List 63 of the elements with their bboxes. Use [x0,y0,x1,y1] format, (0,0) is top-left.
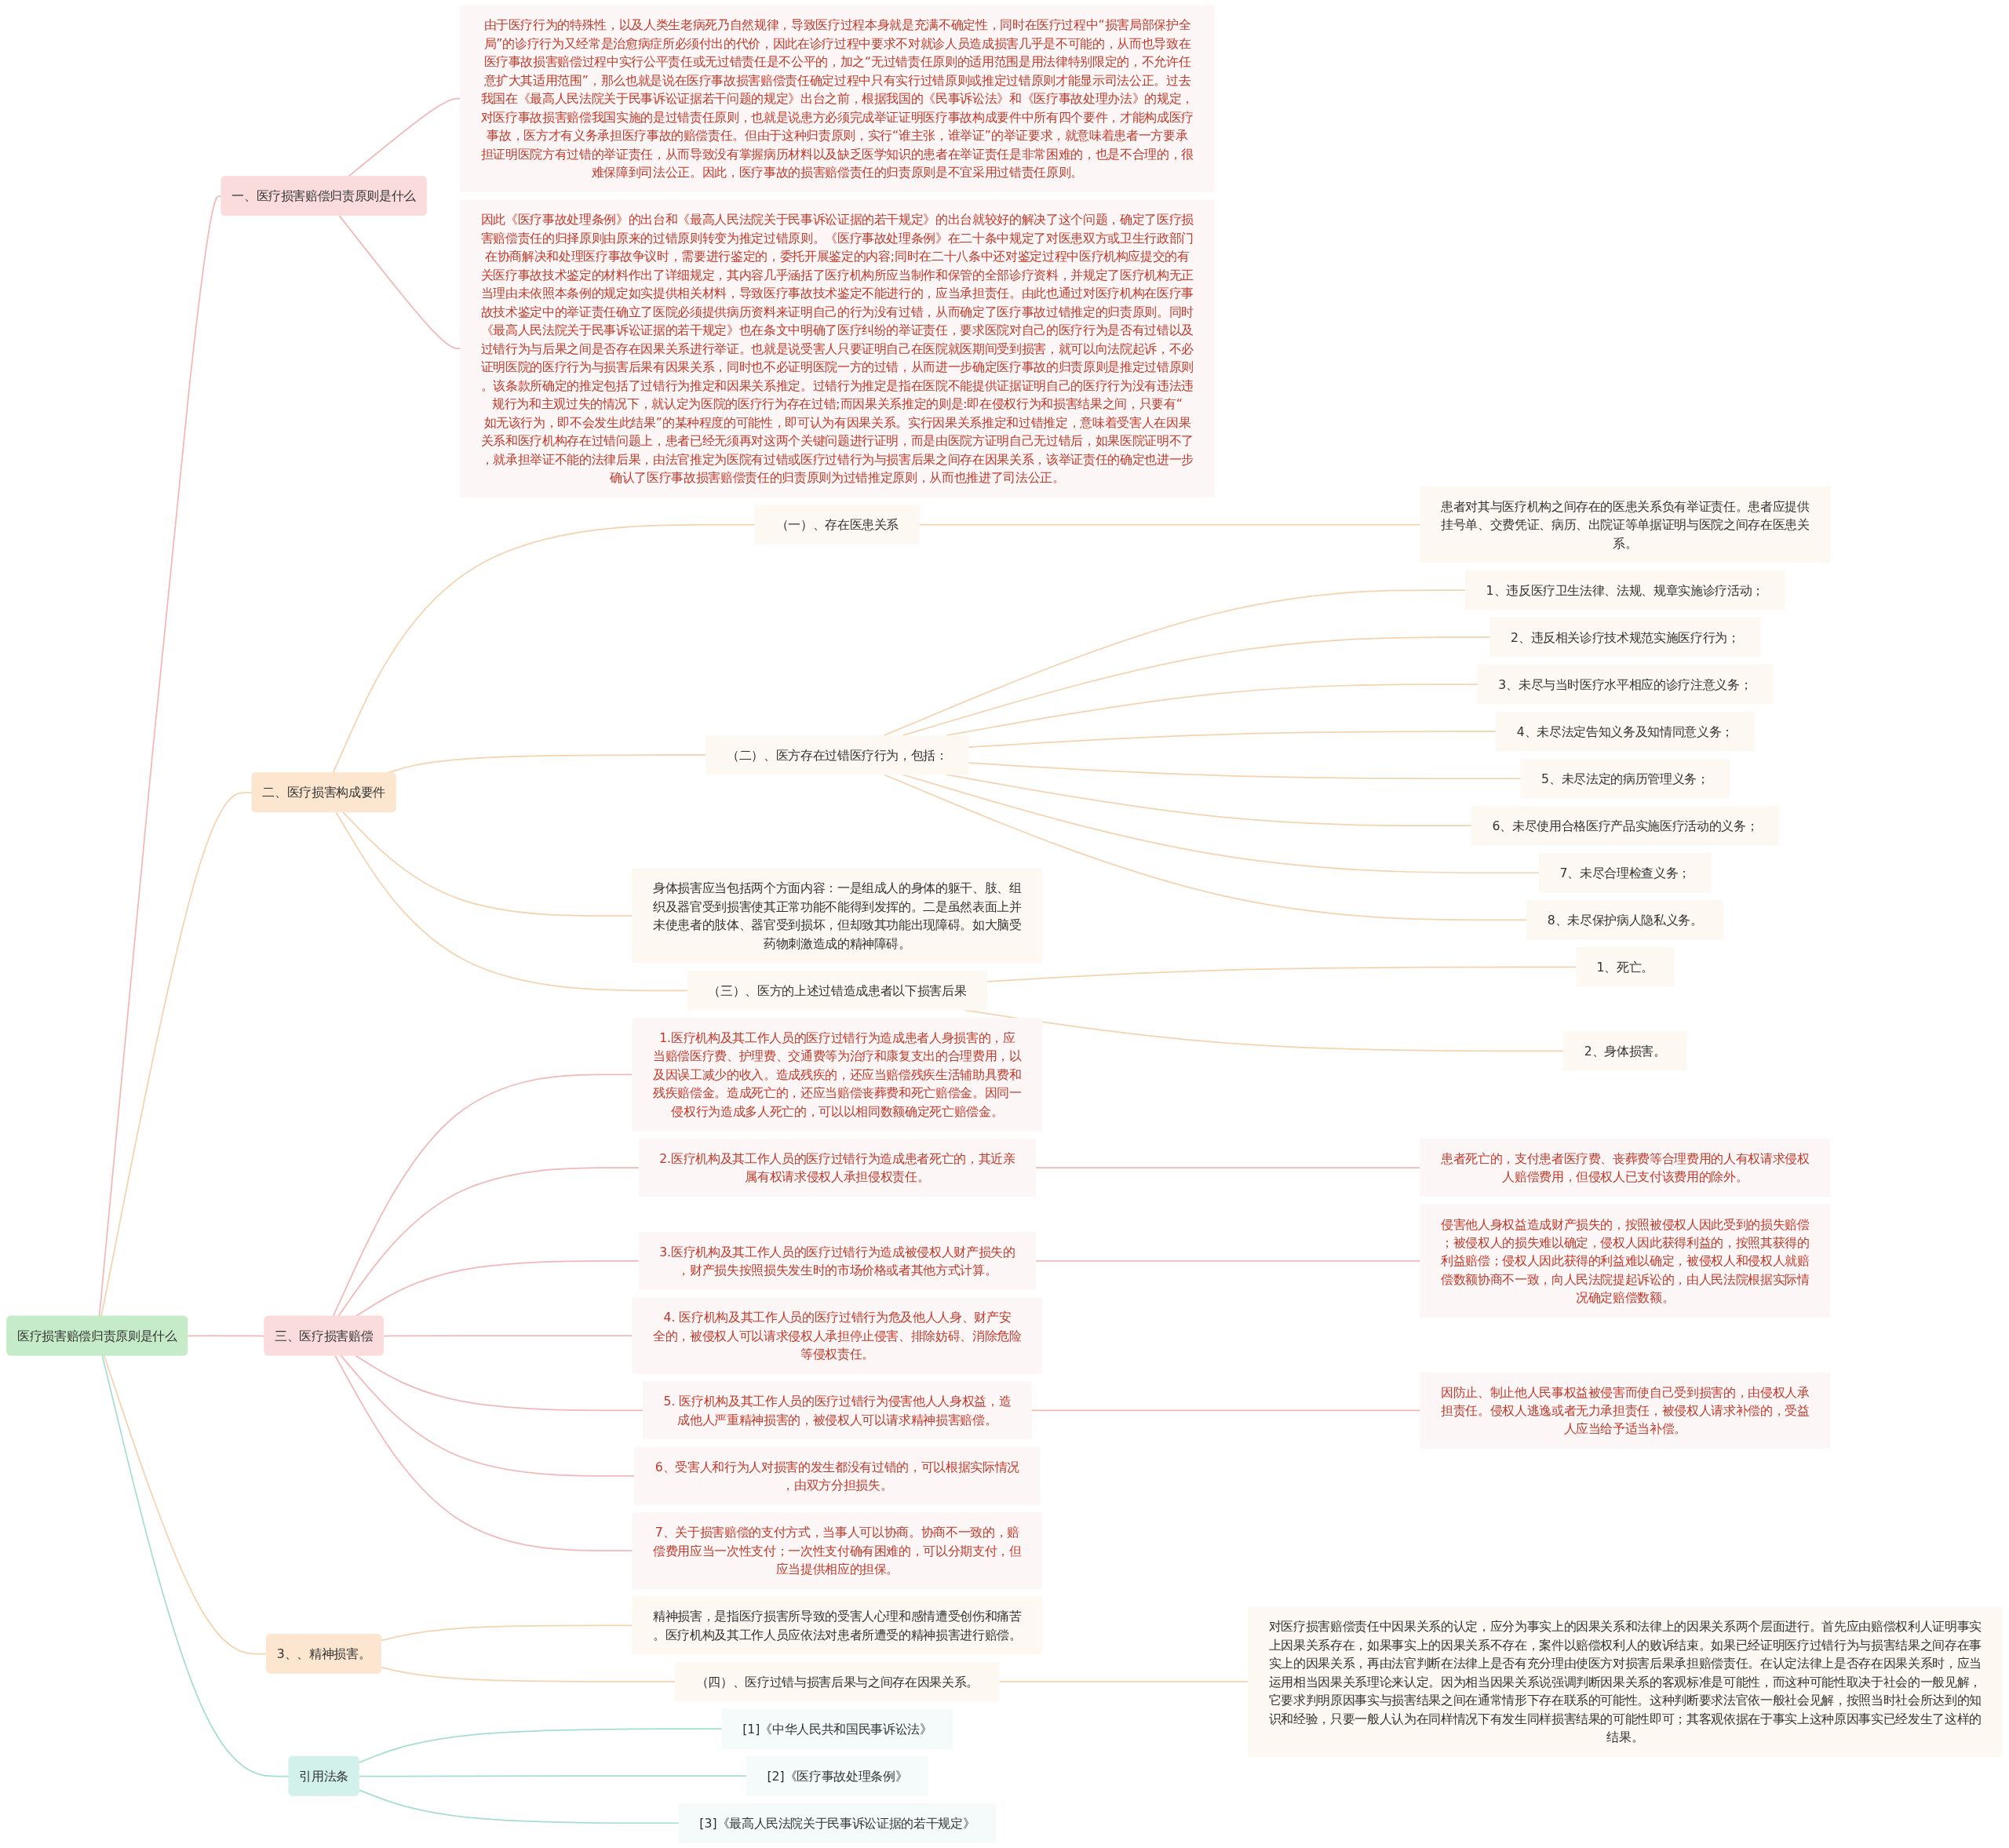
node-box: 对医疗损害赔偿责任中因果关系的认定，应分为事实上的因果关系和法律上的因果关系两个层面进行。首先应由赔偿权利人证明事实上因果关系存在，如果事实上的因果关系不存在，案件以赔偿权利人的败诉结束。如果已经证明医疗过错行为与损害结果之间存在事实上的因果关系，再由法官判断在法律上是否有充分理由使医方对损害后果承担赔偿责任。在认定法律上是否存在因果关系时，应当运用相当因果关系理论来认定。因为相当因果关系说强调判断因果关系的客观标准是可能性，而这种可能性取决于社会的一般见解，它要求判明原因事实与损害结果之间在通常情形下存在联系的可能性。这种判断要求法官依一般社会见解，按照当时社会所达到的知识和经验，只要一般人认为在同样情况下有发生同样损害结果的可能性即可；其客观依据在于事实上这种原因事实已经发生了这样的结果。 [1248,1606,2003,1757]
connector [358,1728,723,1764]
node-box: 2、违反相关诊疗技术规范实施医疗行为； [1489,617,1761,658]
node-box: 由于医疗行为的特殊性，以及人类生老病死乃自然规律，导致医疗过程本身就是充满不确定性，同时在医疗过程中“损害局部保护全局”的诊疗行为又经常是治愈病症所必须付出的代价，因此在诊疗过程中要求不对就诊人员造成损害几乎是不可能的，从而也导致在医疗事故损害赔偿过程中实行公平责任或无过错责任是不公平的，加之“无过错责任原则的适用范围是用法律特别限定的，不允许任意扩大其适用范围”，那么也就是说在医疗事故损害赔偿责任确定过程中只有实行过错原则或推定过错原则才能显示司法公正。过去我国在《最高人民法院关于民事诉讼证据若干问题的规定》出台之前，根据我国的《民事诉讼法》和《医疗事故处理办法》的规定，对医疗事故损害赔偿我国实施的是过错责任原则，也就是说患方必须完成举证证明医疗事故构成要件中所有四个要件，才能构成医疗事故，医方才有义务承担医疗事故的赔偿责任。但由于这种归责原则，实行“谁主张，谁举证”的举证要求，就意味着患者一方要承担证明医院方有过错的举证责任，从而导致没有掌握病历材料以及缺乏医学知识的患者在举证责任是非常困难的，也是不合理的，很难保障到司法公正。因此，医疗事故的损害赔偿责任的归责原则是不宜采用过错责任原则。 [460,5,1215,192]
node-box: 6、未尽使用合格医疗产品实施医疗活动的义务； [1471,806,1779,846]
node-box: 3、未尽与当时医疗水平相应的诊疗注意义务； [1477,664,1773,705]
connector [968,762,1522,780]
node-box: 1、死亡。 [1575,947,1675,987]
node-box: 2.医疗机构及其工作人员的医疗过错行为造成患者死亡的，其近亲属有权请求侵权人承担侵权责任。 [638,1139,1037,1197]
connector [340,1354,636,1477]
connector [98,195,223,1318]
connector [883,589,1467,737]
node-box: 因防止、制止他人民事权益被侵害而使自己受到损害的，由侵权人承担责任。侵权人逃逸或者无力承担责任，被侵权人请求补偿的，受益人应当给予适当补偿。 [1420,1372,1831,1449]
connector [354,1259,640,1318]
connector [337,1167,640,1318]
node-box: 1、违反医疗卫生法律、法规、规章实施诊疗活动； [1465,570,1785,611]
connector [338,215,461,349]
connector [334,1354,633,1551]
node-box: 因此《医疗事故处理条例》的出台和《最高人民法院关于民事诉讼证据的若干规定》的出台就较好的解决了这个问题，确定了医疗损害赔偿责任的归择原则由原来的过错原则转变为推定过错原则。《医疗事故处理条例》在二十条中规定了对医患双方或卫生行政部门在协商解决和处理医疗事故争议时，需要进行鉴定的，委托开展鉴定的内容;同时在二十八条中还对鉴定过程中医疗机构应提交的有关医疗事故技术鉴定的材料作出了详细规定，其内容几乎涵括了医疗机构所应当制作和保管的全部诊疗资料，并规定了医疗机构无正当理由未依照本条例的规定如实提供相关材料，导致医疗事故技术鉴定不能进行的，应当承担责任。由此也通过对医疗机构在医疗事故技术鉴定中的举证责任确立了医院必须提供病历资料来证明自己的行为没有过错，从而确定了医疗事故过错推定的归责原则。同时《最高人民法院关于民事诉讼证据的若干规定》也在条文中明确了医疗纠纷的举证责任，要求医院对自己的医疗行为是否有过错以及过错行为与后果之间是否存在因果关系进行举证。也就是说受害人只要证明自己在医院就医期间受到损害，就可以向法院起诉，不必证明医院的医疗行为与损害后果有因果关系，同时也不必证明医院一方的过错，从而进一步确定医疗事故的归责原则是推定过错原则。该条款所确定的推定包括了过错行为推定和因果关系推定。过错行为推定是指在医院不能提供证据证明自己的医疗行为没有违法违规行为和主观过失的情况下，就认定为医院的医疗行为存在过错;而因果关系推定的则是:即在侵权行为和损害结果之间，只要有“如无该行为，即不会发生此结果”的某种程度的可能性，即可认为有因果关系。实行因果关系推定和过错推定，意味着受害人在因果关系和医疗机构存在过错问题上，患者已经无须再对这两个关键问题进行证明，而是由医院方证明自己无过错后，如果医院证明不了，就承担举证不能的法律后果，由法官推定为医院有过错或医疗过错行为与损害后果之间存在因果关系，该举证责任的确定也进一步确认了医疗事故损害赔偿责任的归责原则为过错推定原则，从而也推进了司法公正。 [460,199,1215,498]
node-box: （一）、存在医患关系 [755,505,920,545]
node-box: 4、未尽法定告知义务及知情同意义务； [1496,711,1755,752]
node-box: [3]《最高人民法院关于民事诉讼证据的若干规定》 [678,1803,996,1843]
node-box: 1.医疗机构及其工作人员的医疗过错行为造成患者人身损害的，应当赔偿医疗费、护理费、交通费等为治疗和康复支出的合理费用，以及因误工减少的收入。造成残疾的，还应当赔偿残疾生活辅助具费和残疾赔偿金。造成死亡的，还应当赔偿丧葬费和死亡赔偿金。因同一侵权行为造成多人死亡的，可以以相同数额确定死亡赔偿金。 [632,1018,1043,1132]
node-box: 侵害他人身权益造成财产损失的，按照被侵权人因此受到的损失赔偿；被侵权人的损失难以确定，侵权人因此获得利益的，按照其获得的利益赔偿；侵权人因此获得的利益难以确定，被侵权人和侵权人就赔偿数额协商不一致，向人民法院提起诉讼的，由人民法院根据实际情况确定赔偿数额。 [1420,1204,1831,1318]
node-box: [2]《医疗事故处理条例》 [746,1756,928,1796]
connector [358,1789,680,1824]
node-box: 7、关于损害赔偿的支付方式，当事人可以协商。协商不一致的，赔偿费用应当一次性支付；一次性支付确有困难的，可以分期支付，但应当提供相应的担保。 [632,1512,1043,1589]
connector [332,523,757,775]
connector [1034,1167,1421,1168]
node-box: 身体损害应当包括两个方面内容：一是组成人的身体的躯干、肢、组织及器官受到损害使其正常功能不能得到发挥的。二是虽然表面上并未使患者的肢体、器官受到损坏，但却致其功能出现障碍。如大脑受药物刺激造成的精神障碍。 [632,868,1043,964]
connector [883,774,1528,921]
connector [342,811,633,917]
connector [381,1667,676,1683]
connector [354,1354,644,1412]
connector [358,1775,748,1777]
node-box: 患者对其与医疗机构之间存在的医患关系负有举证责任。患者应提供挂号单、交费凭证、病历、出院证等单据证明与医院之间存在医患关系。 [1420,486,1831,563]
node-box: 4. 医疗机构及其工作人员的医疗过错行为危及他人人身、财产安全的，被侵权人可以请求侵权人承担停止侵害、排除妨碍、消除危险等侵权责任。 [632,1297,1043,1374]
node-box: 5. 医疗机构及其工作人员的医疗过错行为侵害他人人身权益，造成他人严重精神损害的，被侵权人可以请求精神损害赔偿。 [642,1381,1032,1440]
node-box: （四）、医疗过错与损害后果与之间存在因果关系。 [675,1661,1000,1702]
connector [986,966,1577,982]
node-box: 8、未尽保护病人隐私义务。 [1526,900,1724,940]
node-box: 3.医疗机构及其工作人员的医疗过错行为造成被侵权人财产损失的，财产损失按照损失发生时的市场价格或者其他方式计算。 [638,1231,1037,1290]
connector [1030,1409,1421,1412]
connector [101,1354,290,1777]
connector [901,636,1491,737]
node-box: 5、未尽法定的病历管理义务； [1520,758,1730,799]
node-box: 7、未尽合理检查义务； [1539,853,1712,893]
node-box: （三）、医方的上述过错造成患者以下损害后果 [687,971,987,1011]
node-box: 6、受害人和行为人对损害的发生都没有过错的，可以根据实际情况，由双方分担损失。 [634,1446,1041,1505]
node-box: 2、身体损害。 [1563,1031,1687,1071]
node-box: 精神损害，是指医疗损害所导致的受害人心理和感情遭受创伤和痛苦。医疗机构及其工作人员应依法对患者所遭受的精神损害进行赔偿。 [632,1596,1043,1655]
connector [968,731,1497,749]
node-box: 患者死亡的，支付患者医疗费、丧葬费等合理费用的人有权请求侵权人赔偿费用，但侵权人已支付该费用的除外。 [1420,1139,1831,1197]
node-box: [1]《中华人民共和国民事诉讼法》 [721,1708,953,1749]
connector [381,1624,633,1642]
connector [382,1335,633,1337]
connector [998,1681,1249,1683]
connector [332,1073,633,1318]
connector [100,792,253,1318]
connector [335,811,689,992]
connector [918,523,1421,526]
node-box: （二）、医方存在过错医疗行为，包括： [706,734,969,775]
connector [1034,1259,1421,1262]
